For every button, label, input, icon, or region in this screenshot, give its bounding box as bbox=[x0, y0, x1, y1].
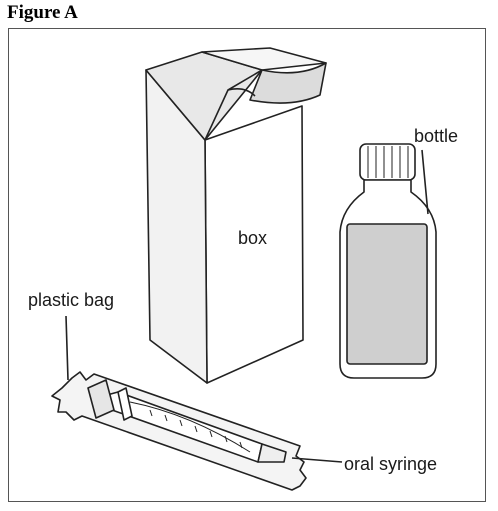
label-oral-syringe: oral syringe bbox=[344, 454, 437, 474]
bottle-leader-line bbox=[421, 149, 429, 215]
syringe-bag-illustration bbox=[51, 371, 307, 491]
plastic-bag-leader-line bbox=[65, 315, 69, 381]
label-bottle: bottle bbox=[414, 126, 458, 146]
bottle-illustration bbox=[339, 143, 437, 379]
label-box: box bbox=[238, 228, 267, 248]
box-illustration bbox=[145, 47, 327, 384]
oral-syringe-leader-line bbox=[291, 457, 343, 463]
figure-frame bbox=[8, 28, 486, 502]
figure-title: Figure A bbox=[7, 2, 78, 23]
label-plastic-bag: plastic bag bbox=[28, 290, 114, 310]
